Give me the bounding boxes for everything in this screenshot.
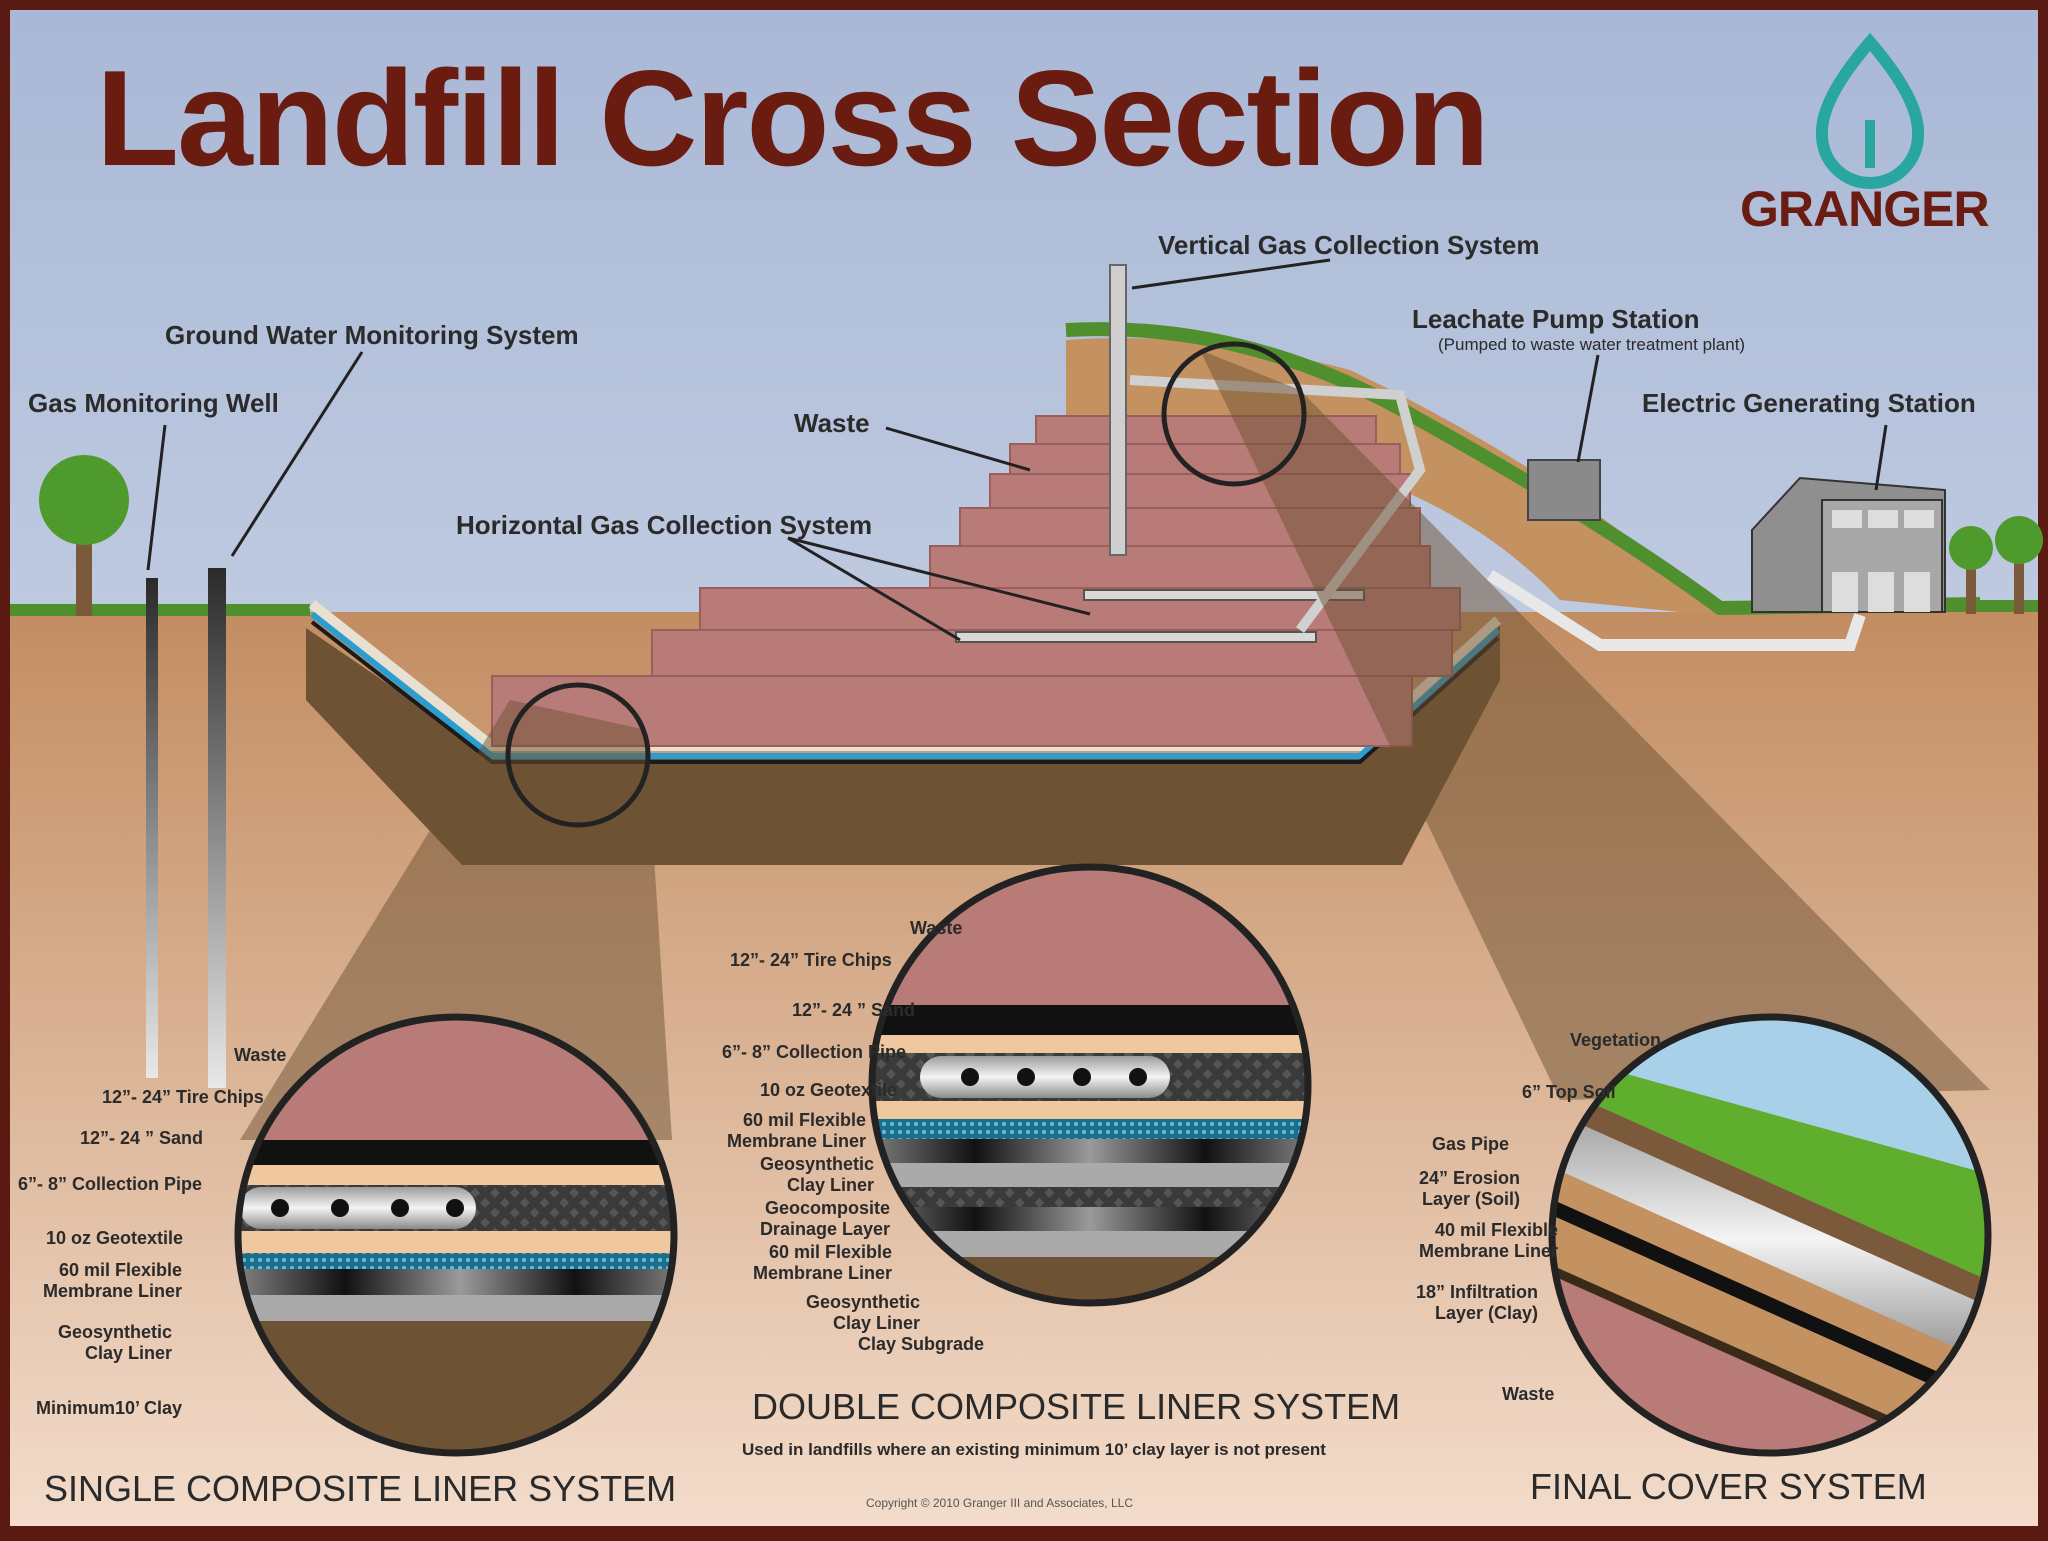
leachate-pump-station xyxy=(1527,459,1601,521)
double-label-gcl-1: Geosynthetic Clay Liner xyxy=(759,1154,874,1195)
single-label-geotextile: 10 oz Geotextile xyxy=(46,1228,184,1248)
double-label-geocomposite: Geocomposite Drainage Layer xyxy=(759,1198,890,1239)
double-label-clay-subgrade: Clay Subgrade xyxy=(858,1334,985,1354)
single-label-sand: 12”- 24 ” Sand xyxy=(80,1128,204,1148)
double-label-waste: Waste xyxy=(910,918,963,938)
tree-right xyxy=(1949,516,2043,614)
cover-label-vegetation: Vegetation xyxy=(1570,1030,1662,1050)
label-gas-well: Gas Monitoring Well xyxy=(28,388,279,418)
double-label-gcl-2: Geosynthetic Clay Liner xyxy=(805,1292,920,1333)
label-leachate: Leachate Pump Station xyxy=(1412,304,1700,334)
label-electric: Electric Generating Station xyxy=(1642,388,1976,418)
label-waste: Waste xyxy=(794,408,870,438)
single-liner-caption: SINGLE COMPOSITE LINER SYSTEM xyxy=(44,1468,677,1509)
page-title: Landfill Cross Section xyxy=(96,42,1490,194)
double-liner-note: Used in landfills where an existing mini… xyxy=(742,1440,1326,1459)
cover-label-erosion: 24” Erosion Layer (Soil) xyxy=(1418,1168,1520,1209)
ground-water-well xyxy=(208,568,226,1088)
horizontal-gas-pipe-lower xyxy=(955,631,1317,643)
double-label-tire-chips: 12”- 24” Tire Chips xyxy=(730,950,892,970)
single-label-gcl: Geosynthetic Clay Liner xyxy=(57,1322,172,1363)
vertical-gas-pipe xyxy=(1109,264,1127,556)
double-label-collection-pipe: 6”- 8” Collection Pipe xyxy=(722,1042,907,1062)
cover-label-top-soil: 6” Top Soil xyxy=(1522,1082,1616,1102)
label-vertical-gas: Vertical Gas Collection System xyxy=(1158,230,1540,260)
double-label-geotextile: 10 oz Geotextile xyxy=(760,1080,898,1100)
copyright: Copyright © 2010 Granger III and Associa… xyxy=(866,1496,1133,1510)
brand-name: GRANGER xyxy=(1740,181,1990,237)
grass-left xyxy=(10,604,310,616)
cover-label-waste: Waste xyxy=(1502,1384,1555,1404)
label-ground-water: Ground Water Monitoring System xyxy=(165,320,579,350)
label-leachate-note: (Pumped to waste water treatment plant) xyxy=(1438,335,1746,354)
cover-label-gas-pipe: Gas Pipe xyxy=(1432,1134,1510,1154)
single-label-collection-pipe: 6”- 8” Collection Pipe xyxy=(18,1174,203,1194)
leaf-drop-icon xyxy=(1815,32,1925,189)
cover-label-infiltration: 18” Infiltration Layer (Clay) xyxy=(1415,1282,1538,1323)
gas-monitoring-well xyxy=(146,578,158,1078)
final-cover-caption: FINAL COVER SYSTEM xyxy=(1530,1466,1927,1507)
single-label-clay: Minimum10’ Clay xyxy=(36,1398,183,1418)
double-liner-caption: DOUBLE COMPOSITE LINER SYSTEM xyxy=(752,1386,1401,1427)
electric-generating-station xyxy=(1751,476,1946,613)
double-label-sand: 12”- 24 ” Sand xyxy=(792,1000,916,1020)
cover-vegetation xyxy=(1065,322,1981,616)
single-label-fml: 60 mil Flexible Membrane Liner xyxy=(42,1260,182,1301)
tree-left xyxy=(39,455,129,616)
single-label-waste: Waste xyxy=(234,1045,287,1065)
single-label-tire-chips: 12”- 24” Tire Chips xyxy=(102,1087,264,1107)
double-label-fml-2: 60 mil Flexible Membrane Liner xyxy=(752,1242,892,1283)
double-label-fml-1: 60 mil Flexible Membrane Liner xyxy=(726,1110,866,1151)
label-horizontal-gas: Horizontal Gas Collection System xyxy=(456,510,873,540)
cover-label-fml: 40 mil Flexible Membrane Liner xyxy=(1418,1220,1558,1261)
